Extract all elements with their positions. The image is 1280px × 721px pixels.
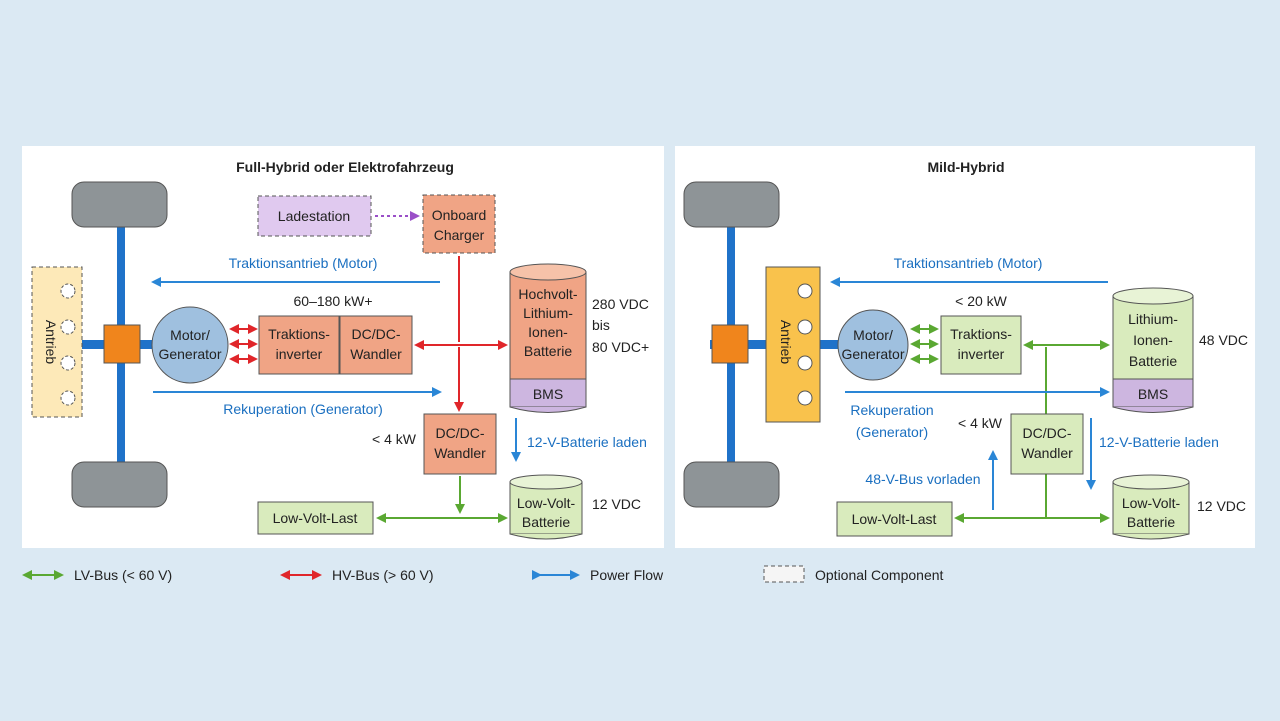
legend-hv-label: HV-Bus (> 60 V)	[332, 567, 434, 583]
motor-generator-circle-right	[837, 309, 909, 381]
li-batt-label-3: Batterie	[1129, 353, 1177, 369]
dcdc-hv-label-2: Wandler	[350, 346, 402, 362]
motor-generator-circle	[151, 306, 229, 384]
lv-battery	[509, 474, 583, 540]
lv-batt-label-1: Low-Volt-	[517, 495, 576, 511]
antrieb-label-right: Antrieb	[778, 320, 794, 365]
voltage48-label: 48 VDC	[1199, 332, 1248, 348]
bms-li-box	[1112, 378, 1194, 408]
ladestation-label: Ladestation	[278, 208, 350, 224]
lv-battery-right	[1112, 474, 1190, 540]
lt4kw-label: < 4 kW	[372, 431, 417, 447]
legend-power-label: Power Flow	[590, 567, 664, 583]
lv-batt-label-r1: Low-Volt-	[1122, 495, 1181, 511]
traktionsantrieb-label-right: Traktionsantrieb (Motor)	[894, 255, 1043, 271]
onboard-label-2: Charger	[434, 227, 485, 243]
legend-optional-swatch	[763, 565, 805, 583]
hv-batt-label-2: Lithium-	[523, 305, 573, 321]
dcdc-label-r2: Wandler	[1021, 445, 1073, 461]
lt4kw-label-right: < 4 kW	[958, 415, 1003, 431]
cylinder-r4	[797, 390, 813, 406]
cylinder-2	[60, 319, 76, 335]
drivetrain-left: Antrieb	[31, 181, 182, 508]
gearbox-block-right	[711, 324, 749, 364]
dcdc-hv-box	[339, 315, 413, 375]
wheel-rear-right	[683, 461, 780, 508]
lv-voltage-label: 12 VDC	[592, 496, 641, 512]
batt-laden-label: 12-V-Batterie laden	[527, 434, 647, 450]
traktions-label-1: Traktions-	[268, 326, 330, 342]
dcdc-label-r1: DC/DC-	[1023, 425, 1072, 441]
lv-voltage-label-right: 12 VDC	[1197, 498, 1246, 514]
mild-hybrid-title: Mild-Hybrid	[928, 159, 1005, 175]
wheel-front	[71, 181, 168, 228]
traktions-label-r2: inverter	[958, 346, 1005, 362]
bms-hv-label: BMS	[533, 386, 563, 402]
motor-label-2: Generator	[158, 346, 221, 362]
hv-three-phase	[229, 324, 258, 364]
cylinder-r2	[797, 319, 813, 335]
hv-batt-label-3: Ionen-	[528, 324, 568, 340]
low-volt-last-label-right: Low-Volt-Last	[852, 511, 937, 527]
dcdc-lv-box	[423, 413, 497, 475]
low-volt-last-box-right	[836, 501, 953, 537]
hv-batt-label-1: Hochvolt-	[518, 286, 577, 302]
rekuperation-label-r2: (Generator)	[856, 424, 928, 440]
hv-battery	[509, 263, 587, 413]
li-battery	[1112, 287, 1194, 413]
wheel-rear	[71, 461, 168, 508]
bms-hv-box	[509, 378, 587, 408]
mild-hybrid-panel: Mild-Hybrid Antrieb Traktionsantrieb (Mo…	[675, 146, 1255, 548]
hv-voltage-2: bis	[592, 317, 610, 333]
lv-batt-label-r2: Batterie	[1127, 514, 1175, 530]
lv-three-phase	[910, 324, 939, 364]
cylinder-r3	[797, 355, 813, 371]
legend: LV-Bus (< 60 V) HV-Bus (> 60 V) Power Fl…	[22, 565, 944, 583]
onboard-charger-box	[422, 194, 496, 254]
legend-optional-label: Optional Component	[815, 567, 944, 583]
full-hybrid-title: Full-Hybrid oder Elektrofahrzeug	[236, 159, 454, 175]
hv-batt-label-4: Batterie	[524, 343, 572, 359]
full-hybrid-panel: Full-Hybrid oder Elektrofahrzeug Antrieb…	[22, 146, 664, 548]
cylinder-3	[60, 355, 76, 371]
motor-label-r2: Generator	[841, 346, 904, 362]
power-range-label: 60–180 kW+	[294, 293, 373, 309]
rekuperation-label-r1: Rekuperation	[850, 402, 933, 418]
ladestation-box	[257, 195, 372, 237]
low-volt-last-box	[257, 501, 374, 535]
legend-lv-label: LV-Bus (< 60 V)	[74, 567, 172, 583]
rekuperation-label: Rekuperation (Generator)	[223, 401, 383, 417]
bus-vorladen-label: 48-V-Bus vorladen	[865, 471, 980, 487]
batt-laden-label-right: 12-V-Batterie laden	[1099, 434, 1219, 450]
cylinder-1	[60, 283, 76, 299]
dcdc-box-right	[1010, 413, 1084, 475]
drivetrain-right: Antrieb	[683, 181, 844, 508]
onboard-label-1: Onboard	[432, 207, 486, 223]
dcdc-lv-label-1: DC/DC-	[436, 425, 485, 441]
traktions-label-r1: Traktions-	[950, 326, 1012, 342]
lv-batt-label-2: Batterie	[522, 514, 570, 530]
dcdc-hv-label-1: DC/DC-	[352, 326, 401, 342]
traktionsinverter-box	[258, 315, 340, 375]
motor-label-1: Motor/	[170, 327, 210, 343]
bms-li-label: BMS	[1138, 386, 1168, 402]
cylinder-4	[60, 390, 76, 406]
cylinder-r1	[797, 283, 813, 299]
traktions-label-2: inverter	[276, 346, 323, 362]
traktionsantrieb-label: Traktionsantrieb (Motor)	[229, 255, 378, 271]
low-volt-last-label: Low-Volt-Last	[273, 510, 358, 526]
gearbox-block	[103, 324, 141, 364]
hv-voltage-1: 280 VDC	[592, 296, 649, 312]
power-label-right: < 20 kW	[955, 293, 1008, 309]
antrieb-label: Antrieb	[43, 320, 59, 365]
hv-voltage-3: 80 VDC+	[592, 339, 649, 355]
motor-label-r1: Motor/	[853, 327, 893, 343]
li-batt-label-1: Lithium-	[1128, 311, 1178, 327]
dcdc-lv-label-2: Wandler	[434, 445, 486, 461]
wheel-front-right	[683, 181, 780, 228]
li-batt-label-2: Ionen-	[1133, 332, 1173, 348]
traktionsinverter-box-right	[940, 315, 1022, 375]
